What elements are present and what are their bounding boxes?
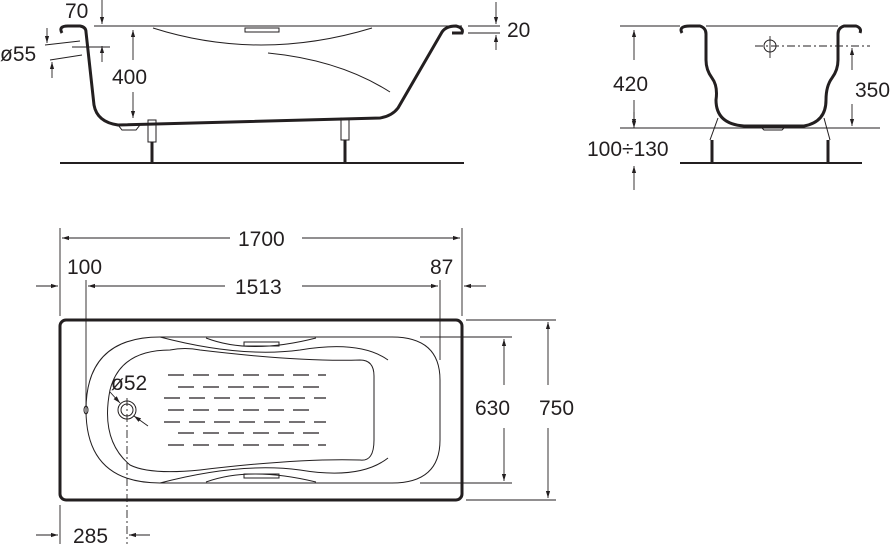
- foot-left: [147, 119, 157, 162]
- overflow-height-label: 400: [112, 66, 147, 89]
- left-offset-label: 100: [67, 256, 102, 279]
- side-view: 70 20 ø55 400: [0, 0, 530, 164]
- feet-height-label: 100÷130: [587, 138, 669, 161]
- right-offset-label: 87: [430, 256, 453, 279]
- width-label: 750: [539, 397, 574, 420]
- drain-offset-label: 285: [73, 525, 108, 544]
- top-view: 1700 100 1513 87 ø52 630 750 285: [36, 228, 574, 544]
- anti-slip-pattern: [164, 374, 326, 446]
- inner-width-label: 630: [475, 397, 510, 420]
- foot-right: [340, 117, 350, 162]
- drain-height-label: 350: [855, 79, 890, 102]
- drain-diameter-label: ø52: [111, 372, 147, 395]
- end-profile: [679, 24, 862, 128]
- side-profile: [59, 24, 464, 127]
- rim-width-label: 70: [65, 0, 88, 23]
- outer-rim: [58, 318, 464, 502]
- rim-height-label: 20: [507, 19, 530, 42]
- length-label: 1700: [238, 228, 285, 251]
- depth-total-label: 420: [613, 73, 648, 96]
- drain: [109, 391, 149, 544]
- inner-length-label: 1513: [235, 276, 282, 299]
- inner-basin: [85, 336, 441, 484]
- overflow-diameter-label: ø55: [0, 43, 36, 66]
- end-view: 420 350 100÷130: [587, 24, 890, 190]
